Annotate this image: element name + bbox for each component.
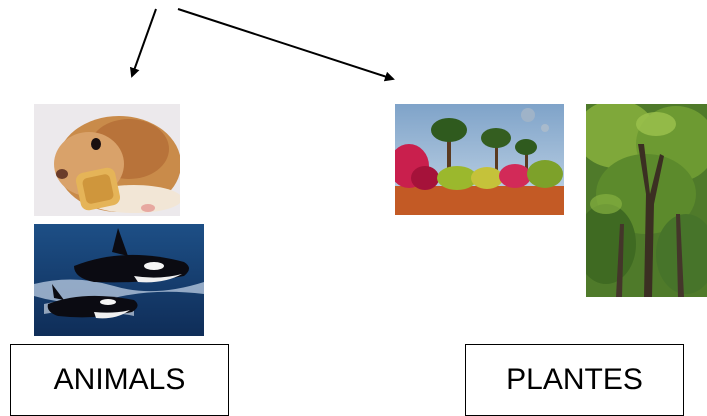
plants-label: PLANTES xyxy=(506,363,643,396)
arrow-to-plants xyxy=(177,8,395,82)
hamster-photo xyxy=(34,104,180,216)
plants-label-box: PLANTES xyxy=(465,344,684,416)
orca-photo xyxy=(34,224,204,336)
palm-garden-photo xyxy=(395,104,564,215)
arrow-to-animals xyxy=(129,8,157,78)
tree-photo xyxy=(586,104,707,297)
animals-label-box: ANIMALS xyxy=(10,344,229,416)
animals-label: ANIMALS xyxy=(53,363,186,396)
